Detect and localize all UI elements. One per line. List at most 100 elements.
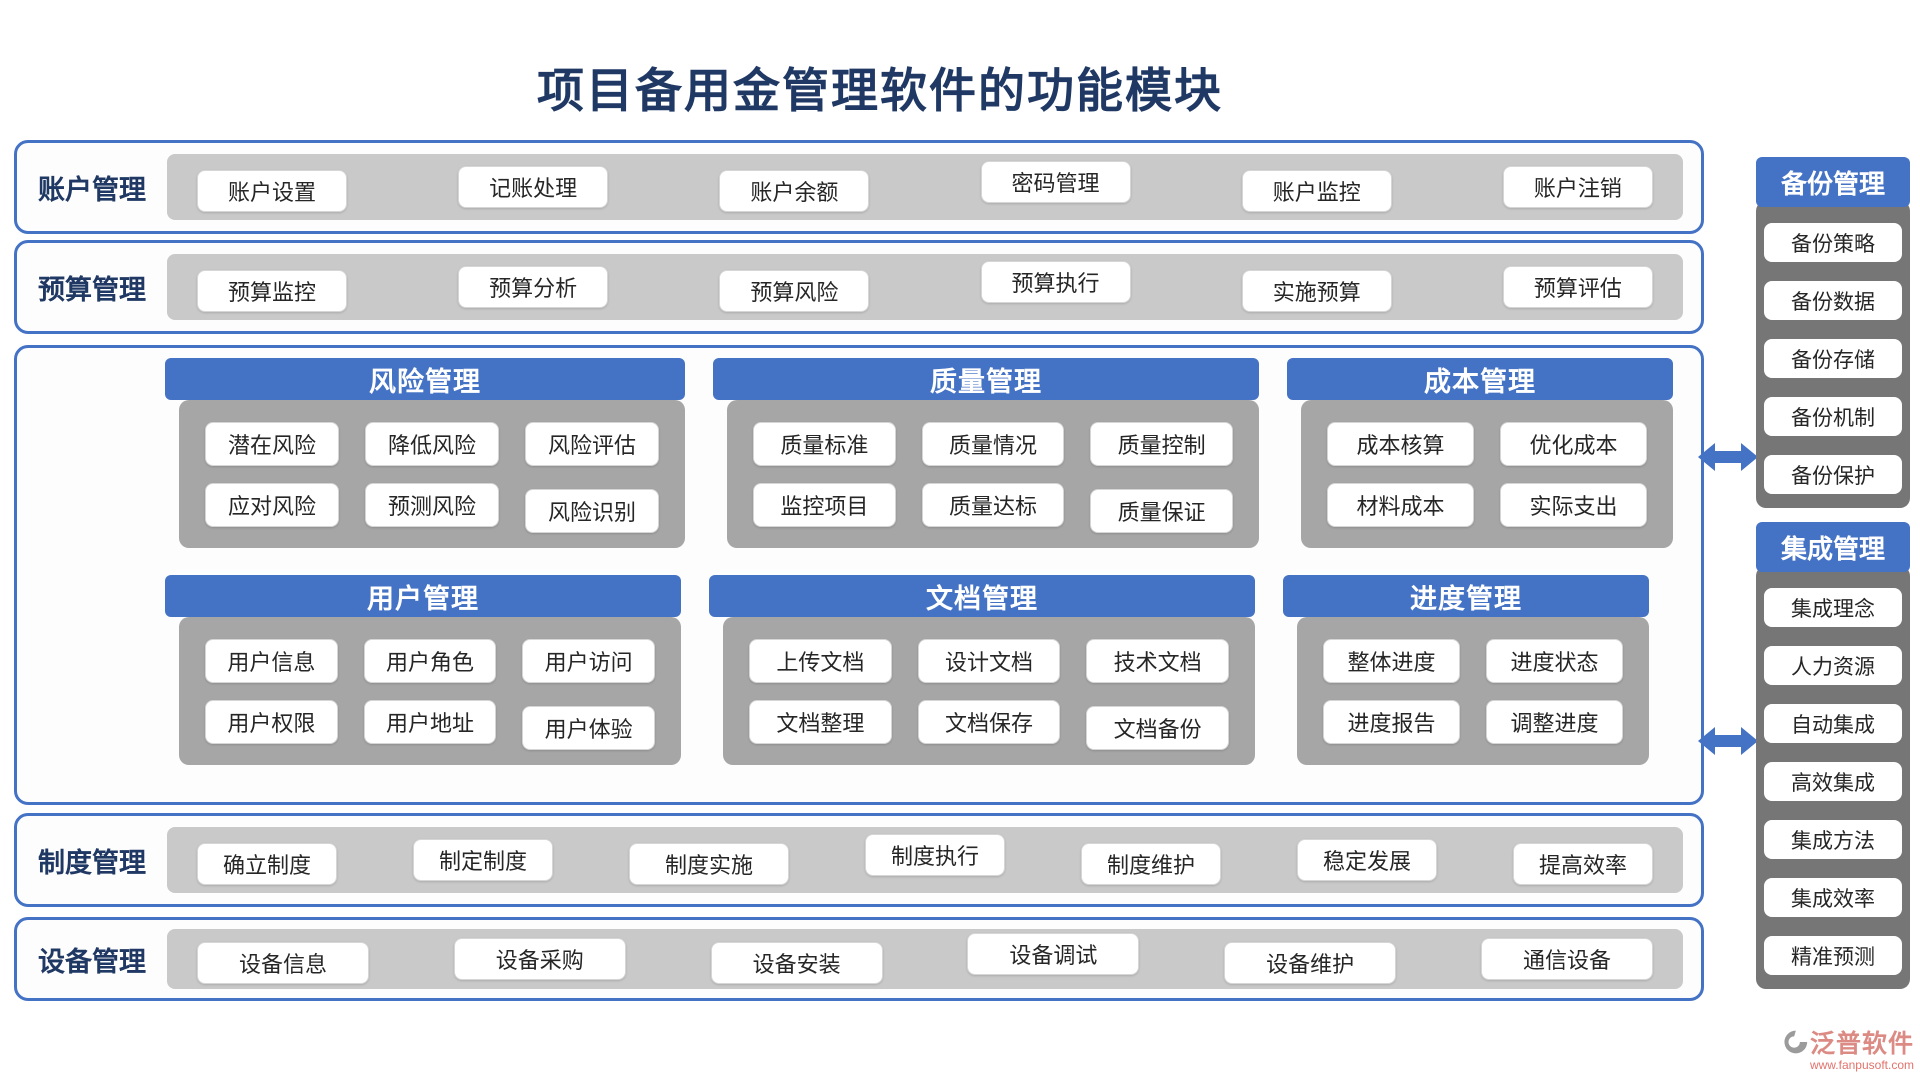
feature-button[interactable]: 预算评估 <box>1502 266 1653 308</box>
feature-button[interactable]: 预算执行 <box>980 261 1131 303</box>
sidebar-backup-panel: 备份策略 备份数据 备份存储 备份机制 备份保护 <box>1756 201 1910 508</box>
feature-button[interactable]: 用户体验 <box>522 705 655 750</box>
feature-button[interactable]: 密码管理 <box>980 161 1131 203</box>
feature-button[interactable]: 调整进度 <box>1486 699 1623 744</box>
feature-button[interactable]: 制度执行 <box>865 834 1005 876</box>
feature-button[interactable]: 设备维护 <box>1224 942 1397 984</box>
sidebar-item-button[interactable]: 备份策略 <box>1764 223 1902 262</box>
feature-button[interactable]: 用户地址 <box>363 699 497 744</box>
module-title: 文档管理 <box>709 575 1255 617</box>
feature-button[interactable]: 成本核算 <box>1327 421 1474 466</box>
feature-button[interactable]: 质量保证 <box>1090 488 1233 533</box>
feature-button[interactable]: 账户余额 <box>719 170 870 212</box>
band-label-account: 账户管理 <box>38 174 146 205</box>
feature-button[interactable]: 制度实施 <box>629 843 789 885</box>
feature-button[interactable]: 优化成本 <box>1500 421 1647 466</box>
feature-button[interactable]: 风险识别 <box>525 488 659 533</box>
feature-button[interactable]: 设备采购 <box>453 938 626 980</box>
module-body: 整体进度 进度状态 进度报告 调整进度 <box>1297 617 1649 765</box>
sidebar-item-button[interactable]: 备份存储 <box>1764 339 1902 378</box>
feature-button[interactable]: 预算监控 <box>197 270 347 312</box>
feature-button[interactable]: 文档整理 <box>749 699 892 744</box>
sidebar-item-button[interactable]: 备份数据 <box>1764 281 1902 320</box>
policy-strip: 确立制度 制定制度 制度实施 制度执行 制度维护 稳定发展 提高效率 <box>167 827 1683 893</box>
feature-button[interactable]: 通信设备 <box>1480 938 1653 980</box>
feature-button[interactable]: 降低风险 <box>365 421 499 466</box>
module-body: 用户信息 用户角色 用户访问 用户权限 用户地址 用户体验 <box>179 617 681 765</box>
feature-button[interactable]: 提高效率 <box>1513 843 1653 885</box>
module-title: 用户管理 <box>165 575 681 617</box>
feature-button[interactable]: 实际支出 <box>1500 482 1647 527</box>
policy-management-band: 制度管理 确立制度 制定制度 制度实施 制度执行 制度维护 稳定发展 提高效率 <box>14 813 1704 907</box>
module-body: 潜在风险 降低风险 风险评估 应对风险 预测风险 风险识别 <box>179 400 685 548</box>
feature-button[interactable]: 设备调试 <box>967 933 1140 975</box>
sidebar-item-button[interactable]: 备份保护 <box>1764 455 1902 494</box>
feature-button[interactable]: 预算风险 <box>719 270 870 312</box>
feature-button[interactable]: 质量情况 <box>921 421 1065 466</box>
sidebar-item-button[interactable]: 自动集成 <box>1764 704 1902 743</box>
feature-button[interactable]: 质量标准 <box>753 421 896 466</box>
sidebar-item-button[interactable]: 备份机制 <box>1764 397 1902 436</box>
feature-button[interactable]: 预算分析 <box>458 266 609 308</box>
module-risk: 风险管理 潜在风险 降低风险 风险评估 应对风险 预测风险 风险识别 <box>165 358 685 548</box>
feature-button[interactable]: 账户注销 <box>1502 166 1653 208</box>
feature-button[interactable]: 材料成本 <box>1327 482 1474 527</box>
feature-button[interactable]: 技术文档 <box>1086 638 1229 683</box>
sidebar-item-button[interactable]: 集成效率 <box>1764 878 1902 917</box>
feature-button[interactable]: 文档保存 <box>917 699 1061 744</box>
equipment-strip: 设备信息 设备采购 设备安装 设备调试 设备维护 通信设备 <box>167 929 1683 989</box>
fanpu-logo: 泛普软件 www.fanpusoft.com <box>1764 1024 1914 1072</box>
feature-button[interactable]: 账户监控 <box>1241 170 1392 212</box>
module-title: 风险管理 <box>165 358 685 400</box>
equipment-management-band: 设备管理 设备信息 设备采购 设备安装 设备调试 设备维护 通信设备 <box>14 917 1704 1001</box>
sidebar-item-button[interactable]: 高效集成 <box>1764 762 1902 801</box>
feature-button[interactable]: 稳定发展 <box>1297 839 1437 881</box>
module-quality: 质量管理 质量标准 质量情况 质量控制 监控项目 质量达标 质量保证 <box>713 358 1259 548</box>
module-user: 用户管理 用户信息 用户角色 用户访问 用户权限 用户地址 用户体验 <box>165 575 681 765</box>
feature-button[interactable]: 预测风险 <box>365 482 499 527</box>
sidebar-section-title-integration: 集成管理 <box>1756 522 1910 572</box>
feature-button[interactable]: 质量达标 <box>921 482 1065 527</box>
band-label-policy: 制度管理 <box>38 847 146 878</box>
double-arrow-icon <box>1698 727 1758 755</box>
sidebar-integration-panel: 集成理念 人力资源 自动集成 高效集成 集成方法 集成效率 精准预测 <box>1756 566 1910 989</box>
feature-button[interactable]: 设备安装 <box>710 942 883 984</box>
feature-button[interactable]: 设计文档 <box>917 638 1061 683</box>
feature-button[interactable]: 制定制度 <box>413 839 553 881</box>
feature-button[interactable]: 风险评估 <box>525 421 659 466</box>
sidebar-section-title-backup: 备份管理 <box>1756 157 1910 207</box>
feature-button[interactable]: 整体进度 <box>1323 638 1460 683</box>
band-label-budget: 预算管理 <box>38 274 146 305</box>
feature-button[interactable]: 账户设置 <box>197 170 347 212</box>
feature-button[interactable]: 质量控制 <box>1090 421 1233 466</box>
sidebar-item-button[interactable]: 人力资源 <box>1764 646 1902 685</box>
feature-button[interactable]: 潜在风险 <box>205 421 339 466</box>
feature-button[interactable]: 进度状态 <box>1486 638 1623 683</box>
sidebar-item-button[interactable]: 集成理念 <box>1764 588 1902 627</box>
logo-url: www.fanpusoft.com <box>1809 1058 1914 1072</box>
feature-button[interactable]: 确立制度 <box>197 843 337 885</box>
module-title: 成本管理 <box>1287 358 1673 400</box>
budget-management-band: 预算管理 预算监控 预算分析 预算风险 预算执行 实施预算 预算评估 <box>14 240 1704 334</box>
feature-button[interactable]: 制度维护 <box>1081 843 1221 885</box>
sidebar-item-button[interactable]: 精准预测 <box>1764 936 1902 975</box>
sidebar: 备份管理 备份策略 备份数据 备份存储 备份机制 备份保护 集成管理 集成理念 … <box>1756 157 1910 989</box>
feature-button[interactable]: 监控项目 <box>753 482 896 527</box>
feature-button[interactable]: 上传文档 <box>749 638 892 683</box>
feature-button[interactable]: 记账处理 <box>458 166 609 208</box>
feature-button[interactable]: 进度报告 <box>1323 699 1460 744</box>
feature-button[interactable]: 用户访问 <box>522 638 655 683</box>
feature-button[interactable]: 用户信息 <box>205 638 338 683</box>
module-body: 质量标准 质量情况 质量控制 监控项目 质量达标 质量保证 <box>727 400 1259 548</box>
module-cost: 成本管理 成本核算 优化成本 材料成本 实际支出 <box>1287 358 1673 548</box>
feature-button[interactable]: 文档备份 <box>1086 705 1229 750</box>
feature-button[interactable]: 用户角色 <box>363 638 497 683</box>
feature-button[interactable]: 设备信息 <box>197 942 369 984</box>
sidebar-item-button[interactable]: 集成方法 <box>1764 820 1902 859</box>
page-title: 项目备用金管理软件的功能模块 <box>537 66 1223 118</box>
feature-button[interactable]: 应对风险 <box>205 482 339 527</box>
account-management-band: 账户管理 账户设置 记账处理 账户余额 密码管理 账户监控 账户注销 <box>14 140 1704 234</box>
feature-button[interactable]: 用户权限 <box>205 699 338 744</box>
feature-button[interactable]: 实施预算 <box>1241 270 1392 312</box>
